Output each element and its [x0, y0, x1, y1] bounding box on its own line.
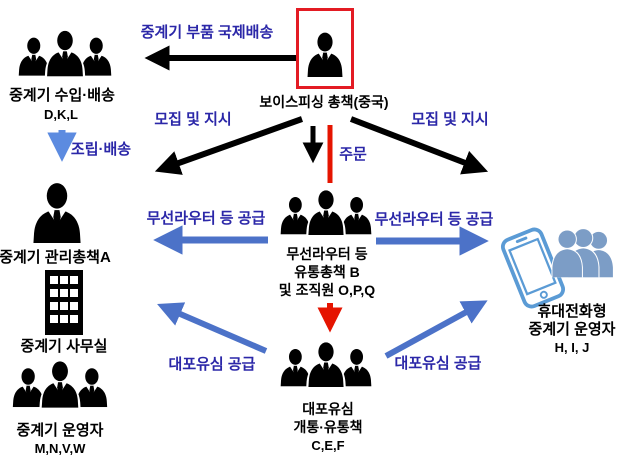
importers-label: 중계기 수입·배송 — [9, 87, 115, 104]
edge-label-sim-supply-left: 대포유심 공급 — [168, 356, 256, 373]
edge-label-recruit-left: 모집 및 지시 — [154, 111, 232, 128]
sim-label-1: 대포유심 — [302, 401, 354, 417]
phone-operators-members: H, I, J — [554, 340, 590, 355]
edge-label-recruit-right: 모집 및 지시 — [411, 111, 489, 128]
operators-members: M,N,V,W — [34, 441, 86, 456]
mastermind-person-icon — [302, 22, 348, 86]
sim-group-icon — [276, 336, 376, 398]
edge-label-intl-shipping: 중계기 부품 국제배송 — [140, 24, 274, 41]
edge-label-router-supply-left: 무선라우터 등 공급 — [146, 210, 266, 227]
smartphone-icon — [500, 227, 566, 309]
router-label-3: 및 조직원 O,P,Q — [278, 282, 376, 298]
edge-label-assembly-delivery: 조립·배송 — [70, 141, 132, 158]
sim-members: C,E,F — [311, 438, 345, 453]
office-building-icon — [45, 270, 83, 335]
edge-label-order: 주문 — [339, 146, 367, 163]
manager-person-icon — [26, 176, 88, 248]
phone-operators-label-1: 휴대전화형 — [537, 303, 607, 320]
mastermind-label: 보이스피싱 총책(중국) — [259, 94, 389, 110]
importers-members: D,K,L — [44, 107, 78, 122]
arrow-sim-supply-left — [157, 302, 268, 354]
router-label-2: 유통총책 B — [294, 264, 360, 280]
mastermind-highlight-box — [296, 8, 354, 89]
phone-operators-label-2: 중계기 운영자 — [528, 321, 616, 338]
arrow-sim-supply-right — [384, 300, 488, 359]
arrow-recruit-right — [349, 116, 489, 175]
operators-group-icon — [8, 356, 112, 418]
router-label-1: 무선라우터 등 — [286, 246, 368, 262]
edge-label-router-supply-right: 무선라우터 등 공급 — [374, 211, 494, 228]
phone-operators-group-icon — [551, 228, 614, 278]
manager-label: 중계기 관리총책A — [0, 249, 111, 266]
importers-group-icon — [14, 24, 116, 88]
operators-label: 중계기 운영자 — [16, 422, 104, 439]
office-label: 중계기 사무실 — [20, 338, 108, 355]
router-group-icon — [276, 184, 376, 246]
edge-label-sim-supply-right: 대포유심 공급 — [394, 355, 482, 372]
sim-label-2: 개통·유통책 — [293, 419, 363, 435]
arrow-recruit-left — [154, 116, 304, 175]
